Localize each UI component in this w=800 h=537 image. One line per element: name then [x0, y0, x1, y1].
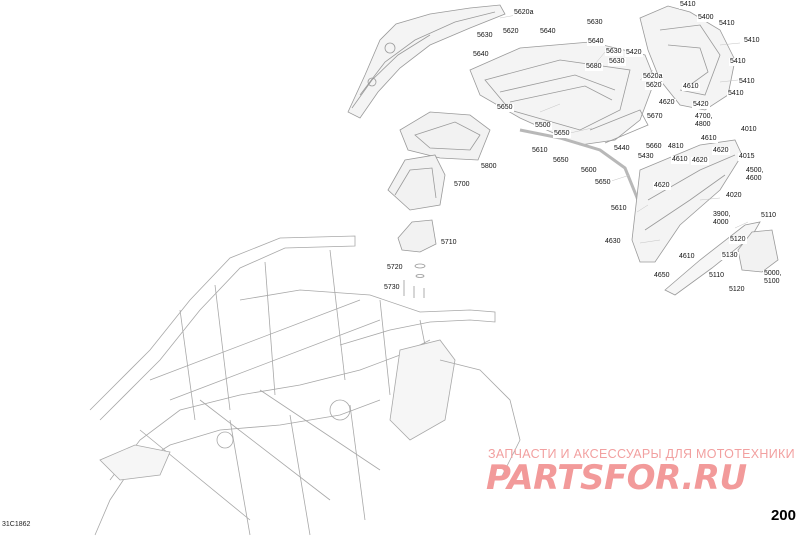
- callout-label: 5110: [760, 212, 778, 220]
- callout-label: 5000, 5100: [763, 270, 783, 286]
- callout-label: 5610: [531, 147, 549, 155]
- callout-label: 5410: [718, 20, 736, 28]
- callout-label: 4630: [604, 238, 622, 246]
- rear-body-side-part: [631, 139, 743, 263]
- lower-panel-part: [387, 154, 446, 211]
- callout-label: 5120: [728, 286, 746, 294]
- callout-label: 5800: [480, 163, 498, 171]
- callout-label: 5640: [587, 38, 605, 46]
- callout-label: 4620: [691, 157, 709, 165]
- callout-label: 5110: [708, 272, 726, 280]
- callout-label: 5650: [553, 130, 571, 138]
- callout-label: 4620: [712, 147, 730, 155]
- callout-label: 5700: [453, 181, 471, 189]
- callout-label: 5610: [610, 205, 628, 213]
- fastener-hardware: [403, 263, 426, 298]
- callout-label: 5670: [646, 113, 664, 121]
- callout-label: 4650: [653, 272, 671, 280]
- bracket-part: [397, 219, 437, 253]
- callout-label: 5120: [729, 236, 747, 244]
- callout-label: 4020: [725, 192, 743, 200]
- callout-label: 5620: [502, 28, 520, 36]
- callout-label: 4810: [667, 143, 685, 151]
- callout-label: 5630: [476, 32, 494, 40]
- callout-label: 4610: [682, 83, 700, 91]
- callout-label: 5600: [580, 167, 598, 175]
- callout-label: 5650: [552, 157, 570, 165]
- callout-label: 5620: [645, 82, 663, 90]
- callout-label: 5620a: [642, 73, 664, 81]
- callout-label: 5410: [729, 58, 747, 66]
- callout-label: 5420: [692, 101, 710, 109]
- center-panel-part: [399, 111, 491, 161]
- callout-label: 5650: [594, 179, 612, 187]
- rear-cargo-box-part: [469, 41, 656, 146]
- callout-label: 5400: [697, 14, 715, 22]
- callout-label: 5410: [743, 37, 761, 45]
- callout-label: 4610: [671, 156, 689, 164]
- callout-label: 5130: [721, 252, 739, 260]
- figure-code: 31C1862: [2, 521, 31, 528]
- callout-label: 3900, 4000: [712, 211, 732, 227]
- callout-label: 5660: [645, 143, 663, 151]
- watermark-tagline: ЗАПЧАСТИ И АКСЕССУАРЫ ДЛЯ МОТОТЕХНИКИ: [488, 447, 795, 461]
- callout-label: 5630: [608, 58, 626, 66]
- callout-label: 4610: [700, 135, 718, 143]
- watermark-logo: PARTSFOR.RU: [486, 458, 747, 498]
- callout-label: 5640: [539, 28, 557, 36]
- callout-label: 5630: [605, 48, 623, 56]
- callout-label: 4015: [738, 153, 756, 161]
- side-bracket-part: [737, 229, 779, 273]
- callout-label: 4500, 4600: [745, 167, 765, 183]
- callout-label: 5720: [386, 264, 404, 272]
- callout-label: 5710: [440, 239, 458, 247]
- callout-label: 5430: [637, 153, 655, 161]
- page-number: 200: [770, 507, 796, 524]
- callout-label: 4010: [740, 126, 758, 134]
- callout-label: 5410: [738, 78, 756, 86]
- callout-label: 5440: [613, 145, 631, 153]
- callout-label: 4620: [653, 182, 671, 190]
- callout-label: 4620: [658, 99, 676, 107]
- callout-label: 5680: [585, 63, 603, 71]
- callout-label: 5640: [472, 51, 490, 59]
- callout-label: 5730: [383, 284, 401, 292]
- front-fender-part: [347, 4, 506, 119]
- callout-label: 5410: [727, 90, 745, 98]
- callout-label: 4610: [678, 253, 696, 261]
- callout-label: 5650: [496, 104, 514, 112]
- callout-label: 5420: [625, 49, 643, 57]
- callout-label: 5620a: [513, 9, 535, 17]
- roll-cage-frame: [89, 235, 521, 536]
- callout-label: 5630: [586, 19, 604, 27]
- callout-label: 5500: [534, 122, 552, 130]
- callout-label: 5410: [679, 1, 697, 9]
- callout-label: 4700, 4800: [694, 113, 714, 129]
